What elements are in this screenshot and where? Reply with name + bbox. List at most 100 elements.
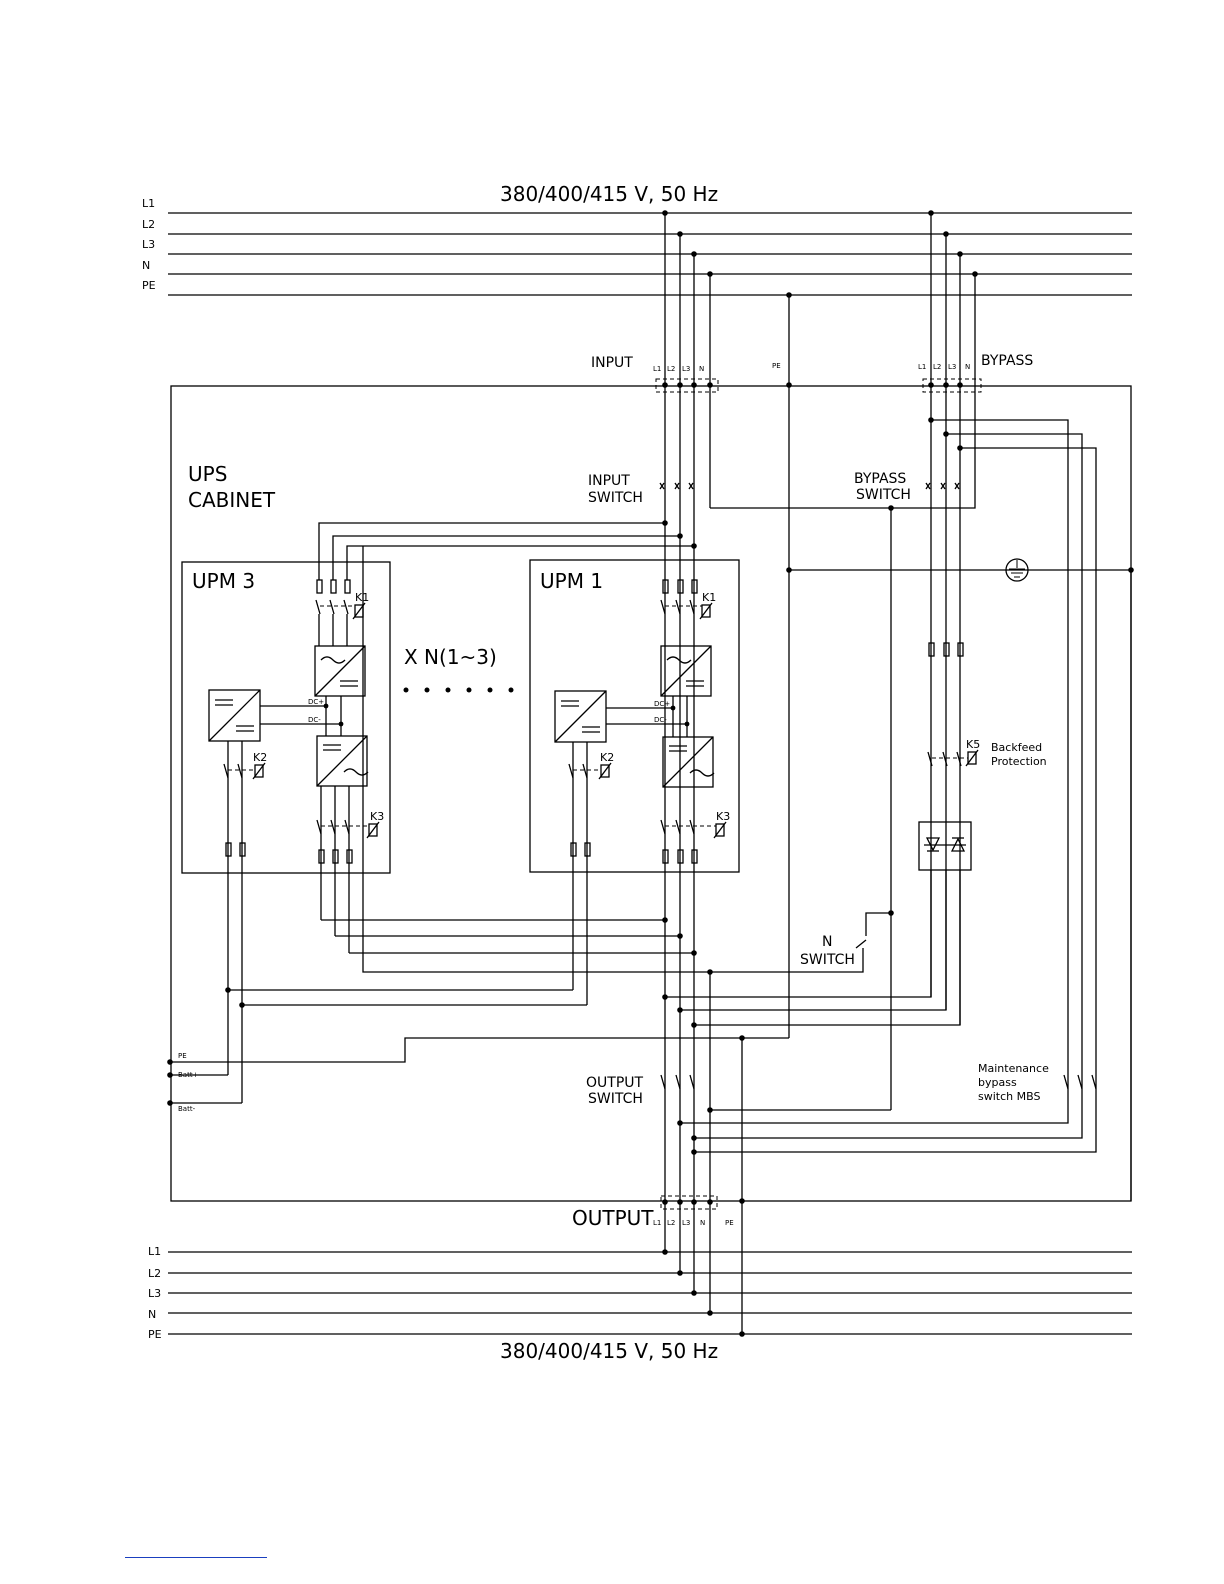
upm1-module: UPM 1 K1 DC+ DC- bbox=[529, 520, 740, 1005]
upm1-k1-contactor bbox=[660, 599, 713, 620]
upm1-frame bbox=[529, 559, 740, 873]
upm3-frame bbox=[181, 561, 391, 874]
upm1-k3-contactor bbox=[660, 819, 727, 839]
bypass-terminal-l3: L3 bbox=[948, 363, 956, 371]
bypass-terminal-block bbox=[922, 378, 982, 393]
input-switch-label-line2: SWITCH bbox=[588, 490, 643, 506]
bypass-switch-symbol bbox=[925, 482, 960, 490]
bypass-switch-label-line1: BYPASS bbox=[854, 471, 906, 487]
bypass-fuse-l2 bbox=[943, 642, 950, 657]
output-terminal-l2: L2 bbox=[667, 1219, 675, 1227]
output-switch-label-line2: SWITCH bbox=[588, 1091, 643, 1107]
bypass-fuse-l3 bbox=[957, 642, 964, 657]
upm3-dcm-label: DC- bbox=[308, 716, 321, 724]
input-title: INPUT bbox=[591, 355, 633, 371]
output-switch-label-line1: OUTPUT bbox=[586, 1075, 644, 1091]
battery-minus-label: Batt- bbox=[178, 1105, 196, 1113]
upm1-k2-contactor bbox=[568, 762, 612, 780]
ground-bar bbox=[786, 558, 1134, 582]
input-section: INPUT L1 L2 L3 N PE INPUT SWITCH bbox=[588, 210, 976, 1293]
cabinet-label-line2: CABINET bbox=[188, 488, 276, 512]
upm3-dcp-label: DC+ bbox=[308, 698, 324, 706]
k5-backfeed-contactor bbox=[927, 749, 979, 767]
upm1-dcp-label: DC+ bbox=[654, 700, 670, 708]
upm3-battery-converter bbox=[208, 689, 261, 742]
mbs-label-line1: Maintenance bbox=[978, 1062, 1049, 1075]
bus-top-pe-label: PE bbox=[142, 279, 156, 292]
upm3-k2-label: K2 bbox=[253, 751, 267, 764]
mbs-switch-symbol bbox=[1063, 1074, 1097, 1090]
output-pe-label: PE bbox=[725, 1219, 734, 1227]
bus-bottom-pe-label: PE bbox=[148, 1328, 162, 1341]
output-terminal-l1: L1 bbox=[653, 1219, 661, 1227]
bypass-title: BYPASS bbox=[981, 353, 1033, 369]
static-switch-thyristor-icon bbox=[924, 837, 966, 852]
input-terminal-n: N bbox=[699, 365, 704, 373]
upm3-module: UPM 3 K1 DC+ DC- bbox=[181, 522, 694, 1103]
bus-bottom-l3-label: L3 bbox=[148, 1287, 161, 1300]
output-section: OUTPUT L1 L2 L3 N PE bbox=[572, 1195, 734, 1230]
output-wiring: N SWITCH PE Batt+ Batt- OUTPUT SWITCH bbox=[167, 505, 1132, 1334]
static-switch-box bbox=[918, 821, 972, 871]
input-terminal-l3: L3 bbox=[682, 365, 690, 373]
footer-rule bbox=[125, 1557, 267, 1558]
battery-pe-label: PE bbox=[178, 1052, 187, 1060]
n-switch-label-line2: SWITCH bbox=[800, 952, 855, 968]
upm3-rectifier bbox=[314, 645, 366, 697]
mbs-label-line2: bypass bbox=[978, 1076, 1017, 1089]
upm1-dcm-label: DC- bbox=[654, 716, 667, 724]
upm1-title: UPM 1 bbox=[540, 569, 603, 593]
voltage-label-top: 380/400/415 V, 50 Hz bbox=[500, 182, 718, 206]
input-terminal-block bbox=[655, 378, 719, 393]
upm1-battery-converter bbox=[554, 690, 607, 743]
bus-top-l3-label: L3 bbox=[142, 238, 155, 251]
backfeed-label-line1: Backfeed bbox=[991, 741, 1042, 754]
bypass-section: BYPASS L1 L2 L3 N BYPASS SWITCH bbox=[680, 210, 1097, 1153]
output-terminal-block bbox=[660, 1195, 718, 1210]
k5-label: K5 bbox=[966, 738, 980, 751]
top-supply-bus: 380/400/415 V, 50 Hz L1 L2 L3 N PE bbox=[142, 182, 1132, 296]
bypass-switch-label-line2: SWITCH bbox=[856, 487, 911, 503]
voltage-label-bottom: 380/400/415 V, 50 Hz bbox=[500, 1339, 718, 1363]
upm3-title: UPM 3 bbox=[192, 569, 255, 593]
upm1-k3-label: K3 bbox=[716, 810, 730, 823]
ground-icon bbox=[1005, 558, 1029, 582]
input-terminal-l2: L2 bbox=[667, 365, 675, 373]
input-switch-symbol bbox=[659, 482, 694, 490]
battery-plus-label: Batt+ bbox=[178, 1071, 199, 1079]
bus-bottom-l1-label: L1 bbox=[148, 1245, 161, 1258]
upm1-k1-label: K1 bbox=[702, 591, 716, 604]
upm1-k2-label: K2 bbox=[600, 751, 614, 764]
n-switch-label-line1: N bbox=[822, 934, 832, 950]
backfeed-label-line2: Protection bbox=[991, 755, 1047, 768]
output-switch-symbol bbox=[660, 1074, 695, 1090]
upm1-inverter bbox=[662, 736, 714, 788]
input-terminal-l1: L1 bbox=[653, 365, 661, 373]
upm3-inverter bbox=[316, 735, 368, 787]
bus-top-l1-label: L1 bbox=[142, 197, 155, 210]
cabinet-label-line1: UPS bbox=[188, 462, 227, 486]
upm3-k3-contactor bbox=[316, 819, 380, 839]
bus-bottom-n-label: N bbox=[148, 1308, 156, 1321]
bottom-load-bus: L1 L2 L3 N PE 380/400/415 V, 50 Hz bbox=[148, 1245, 1132, 1363]
bypass-terminal-n: N bbox=[965, 363, 970, 371]
mbs-label-line3: switch MBS bbox=[978, 1090, 1040, 1103]
output-terminal-n: N bbox=[700, 1219, 705, 1227]
module-multiplier-label: X N(1~3) bbox=[404, 645, 497, 669]
bypass-terminal-l1: L1 bbox=[918, 363, 926, 371]
input-switch-label-line1: INPUT bbox=[588, 473, 630, 489]
upm3-k1-label: K1 bbox=[355, 591, 369, 604]
bus-bottom-l2-label: L2 bbox=[148, 1267, 161, 1280]
upm3-k3-label: K3 bbox=[370, 810, 384, 823]
bypass-terminal-l2: L2 bbox=[933, 363, 941, 371]
upm3-k2-contactor bbox=[223, 762, 266, 780]
bus-top-n-label: N bbox=[142, 259, 150, 272]
input-pe-label: PE bbox=[772, 362, 781, 370]
bypass-fuse-l1 bbox=[928, 642, 935, 657]
bus-top-l2-label: L2 bbox=[142, 218, 155, 231]
ellipsis-dots bbox=[403, 687, 514, 693]
output-terminal-l3: L3 bbox=[682, 1219, 690, 1227]
upm1-rectifier bbox=[660, 645, 712, 697]
output-title: OUTPUT bbox=[572, 1206, 654, 1230]
